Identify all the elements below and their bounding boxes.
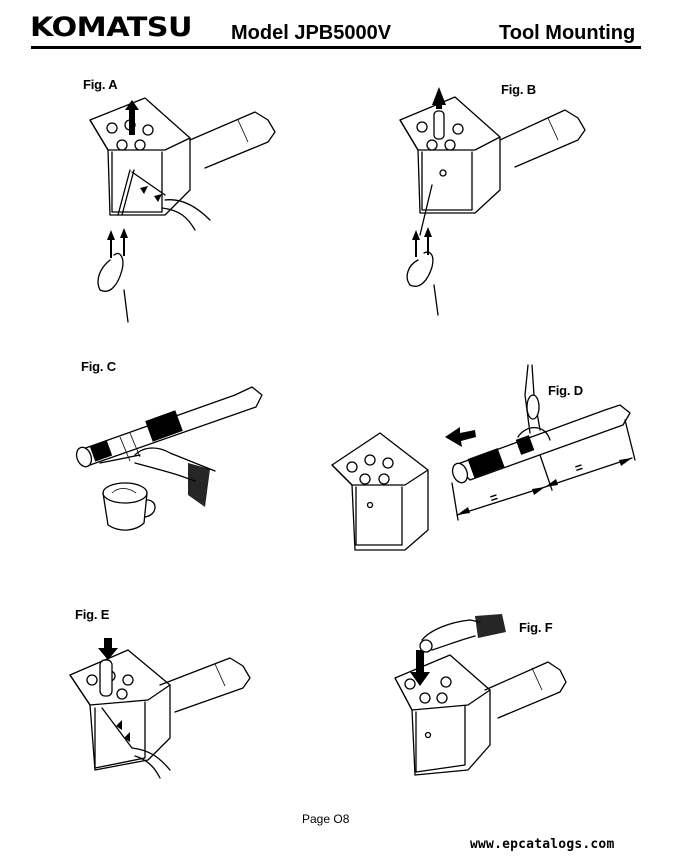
fig-d-illustration (331, 364, 636, 551)
fig-e-illustration (69, 638, 251, 779)
fig-c-label: Fig. C (81, 359, 116, 374)
fig-d-label: Fig. D (548, 383, 583, 398)
fig-b-label: Fig. B (501, 82, 536, 97)
fig-c-illustration (75, 386, 263, 531)
watermark: www.epcatalogs.com (470, 837, 615, 852)
komatsu-logo: KOMATSU (30, 12, 193, 43)
fig-e-label: Fig. E (75, 607, 110, 622)
fig-f-label: Fig. F (519, 620, 553, 635)
page-number: Page O8 (302, 812, 350, 826)
section-title: Tool Mounting (499, 22, 636, 44)
header-rule (31, 46, 641, 49)
fig-a-illustration (89, 97, 276, 323)
fig-b-illustration (399, 87, 586, 316)
fig-f-illustration (394, 614, 567, 776)
fig-a-label: Fig. A (83, 77, 118, 92)
page-header: KOMATSU Model JPB5000V Tool Mounting (0, 0, 680, 50)
model-title: Model JPB5000V (231, 22, 392, 44)
